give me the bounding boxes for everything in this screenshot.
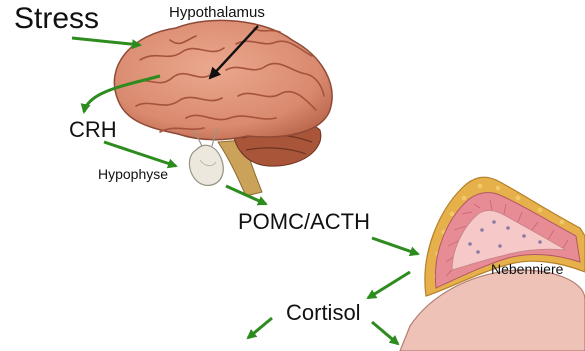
arrow-cortisol-right [372,322,398,344]
label-crh: CRH [69,117,117,143]
label-nebenniere: Nebenniere [491,261,563,277]
label-hypothalamus: Hypothalamus [169,4,265,21]
arrow-crh-to-hypophyse [104,142,176,166]
arrow-stress-to-brain [72,38,140,45]
arrow-pomc-to-adrenal [372,238,418,254]
arrow-adrenal-to-cortisol [368,272,410,298]
label-cortisol: Cortisol [286,300,361,326]
label-pomc-acth: POMC/ACTH [238,209,370,235]
label-stress: Stress [14,2,99,36]
arrow-cortisol-left [248,318,272,338]
label-hypophyse: Hypophyse [98,166,168,182]
